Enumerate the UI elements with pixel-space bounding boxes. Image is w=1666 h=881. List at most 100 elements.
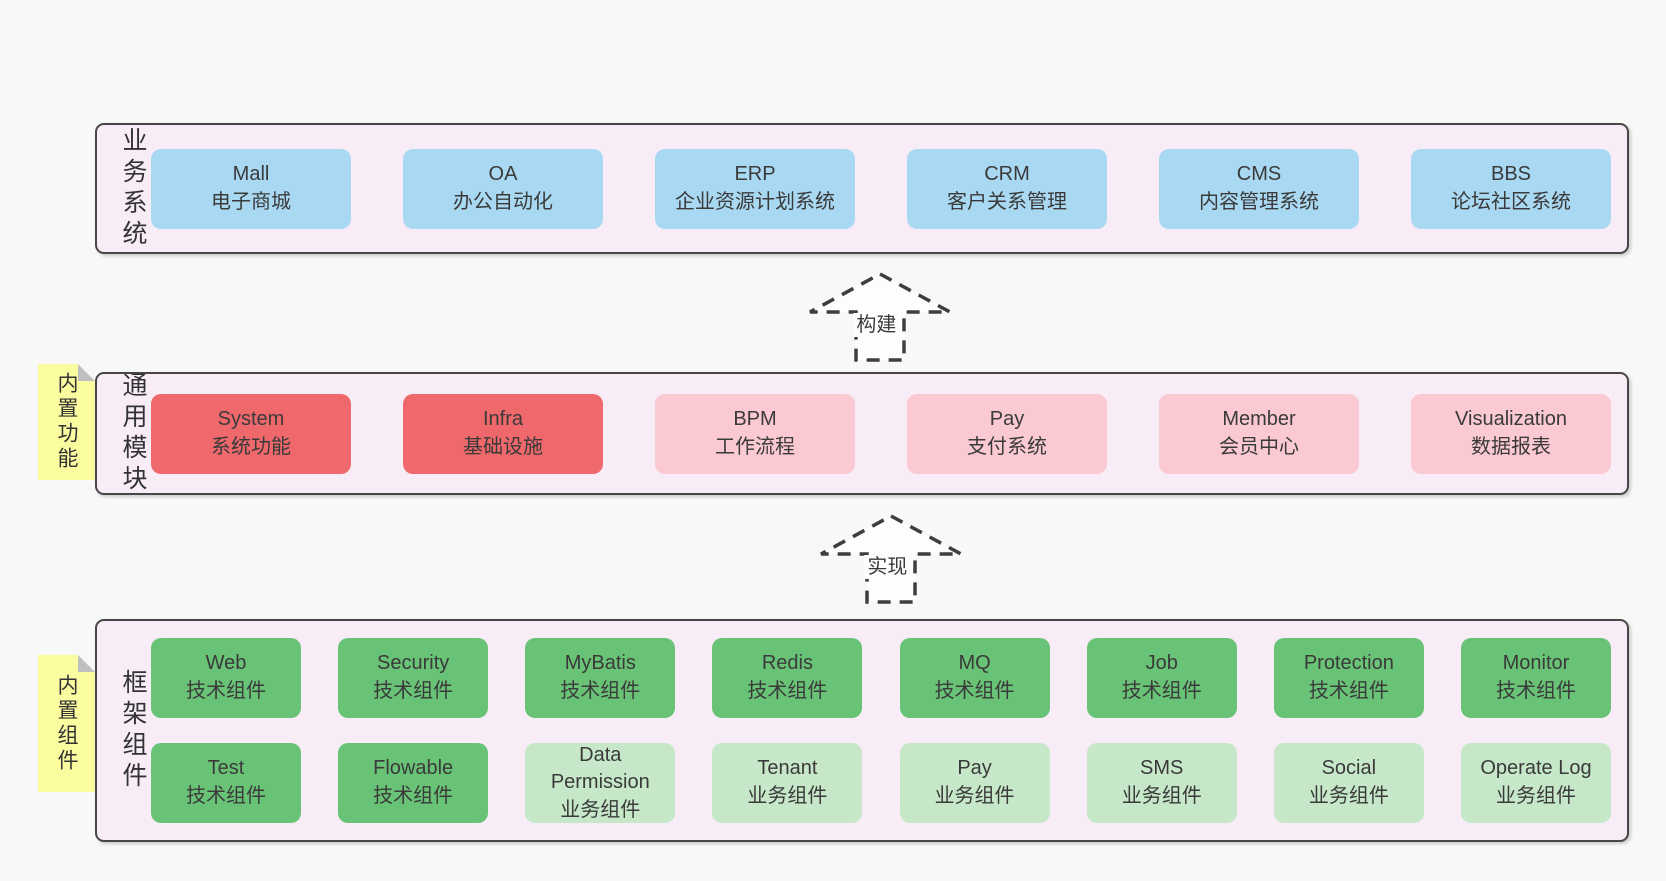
box-title: Monitor <box>1502 652 1570 675</box>
box-subtitle: 企业资源计划系统 <box>675 190 835 213</box>
box-subtitle: 基础设施 <box>463 435 543 458</box>
box-title: Mall <box>232 162 270 185</box>
components-row-1: Web 技术组件 Security 技术组件 MyBatis 技术组件 Redi… <box>151 638 1611 718</box>
box-title: Security <box>377 652 450 675</box>
box-flowable: Flowable 技术组件 <box>338 743 489 823</box>
box-subtitle: 支付系统 <box>967 435 1047 458</box>
box-subtitle: 电子商城 <box>211 190 291 213</box>
arrow-build-label: 构建 <box>853 313 900 337</box>
layer-label-components: 框架组件 <box>119 668 147 793</box>
box-social: Social 业务组件 <box>1273 743 1424 823</box>
box-subtitle: 技术组件 <box>1121 680 1202 702</box>
box-crm: CRM 客户关系管理 <box>907 148 1107 229</box>
box-pay-business: Pay 业务组件 <box>899 743 1050 823</box>
box-subtitle: 业务组件 <box>747 785 828 807</box>
box-web: Web 技术组件 <box>151 638 301 718</box>
box-title: Protection <box>1303 652 1394 675</box>
box-title: CRM <box>984 162 1030 185</box>
box-subtitle: 技术组件 <box>560 680 641 702</box>
arrow-implement: 实现 <box>818 513 964 605</box>
box-title: ERP <box>734 162 776 185</box>
layer-business-systems: 业务系统 Mall 电子商城 OA 办公自动化 ERP 企业资源计划系统 CRM… <box>95 123 1629 254</box>
arrow-build: 构建 <box>807 271 953 363</box>
box-title: System <box>217 407 285 430</box>
box-subtitle: 业务组件 <box>1121 785 1202 807</box>
box-data-permission: Data Permission 业务组件 <box>525 743 676 823</box>
box-test: Test 技术组件 <box>151 743 301 823</box>
box-member: Member 会员中心 <box>1159 393 1359 474</box>
box-title: Test <box>207 757 245 780</box>
layer-framework-components: 框架组件 Web 技术组件 Security 技术组件 MyBatis 技术组件… <box>95 619 1629 842</box>
box-subtitle: 技术组件 <box>373 680 454 702</box>
box-bpm: BPM 工作流程 <box>655 393 855 474</box>
box-bbs: BBS 论坛社区系统 <box>1411 148 1611 229</box>
box-title: Visualization <box>1455 407 1567 430</box>
components-rows: Web 技术组件 Security 技术组件 MyBatis 技术组件 Redi… <box>151 621 1611 840</box>
layer-label-modules: 通用模块 <box>119 371 147 496</box>
box-subtitle: 技术组件 <box>1495 680 1576 702</box>
sticky-note-builtin-features: 内置功能 <box>38 364 95 480</box>
box-pay: Pay 支付系统 <box>907 393 1107 474</box>
box-title: Flowable <box>373 757 454 780</box>
box-subtitle: 技术组件 <box>747 680 828 702</box>
box-title: Infra <box>482 407 524 430</box>
box-cms: CMS 内容管理系统 <box>1159 148 1359 229</box>
box-subtitle: 业务组件 <box>560 798 641 821</box>
box-title: Pay <box>957 757 992 780</box>
box-subtitle: 办公自动化 <box>453 190 553 213</box>
box-title: Member <box>1222 407 1296 430</box>
box-subtitle: 技术组件 <box>373 785 454 807</box>
box-mall: Mall 电子商城 <box>151 148 351 229</box>
box-erp: ERP 企业资源计划系统 <box>655 148 855 229</box>
folded-corner-icon <box>78 364 95 381</box>
box-title: SMS <box>1140 757 1184 780</box>
layer-label-business: 业务系统 <box>119 126 147 251</box>
box-title: Data Permission <box>550 743 650 794</box>
box-title: BPM <box>733 407 777 430</box>
box-title: Redis <box>761 652 813 675</box>
box-subtitle: 技术组件 <box>186 680 266 702</box>
box-subtitle: 会员中心 <box>1219 435 1299 458</box>
box-protection: Protection 技术组件 <box>1273 638 1424 718</box>
box-subtitle: 客户关系管理 <box>947 190 1067 213</box>
box-title: Operate Log <box>1480 757 1592 780</box>
box-sms: SMS 业务组件 <box>1086 743 1237 823</box>
box-title: BBS <box>1490 162 1532 185</box>
box-title: Web <box>205 652 247 675</box>
box-tenant: Tenant 业务组件 <box>712 743 863 823</box>
box-subtitle: 内容管理系统 <box>1199 190 1319 213</box>
modules-boxes-row: System 系统功能 Infra 基础设施 BPM 工作流程 Pay 支付系统… <box>151 374 1611 493</box>
box-oa: OA 办公自动化 <box>403 148 603 229</box>
box-security: Security 技术组件 <box>338 638 489 718</box>
box-title: Pay <box>989 407 1025 430</box>
box-system: System 系统功能 <box>151 393 351 474</box>
box-redis: Redis 技术组件 <box>712 638 863 718</box>
components-row-2: Test 技术组件 Flowable 技术组件 Data Permission … <box>151 743 1611 823</box>
box-mq: MQ 技术组件 <box>899 638 1050 718</box>
box-title: Tenant <box>757 757 818 780</box>
business-boxes-row: Mall 电子商城 OA 办公自动化 ERP 企业资源计划系统 CRM 客户关系… <box>151 125 1611 252</box>
layer-common-modules: 通用模块 System 系统功能 Infra 基础设施 BPM 工作流程 Pay… <box>95 371 1629 496</box>
box-title: OA <box>488 162 518 185</box>
box-job: Job 技术组件 <box>1086 638 1237 718</box>
box-title: MyBatis <box>564 652 636 675</box>
box-visualization: Visualization 数据报表 <box>1411 393 1611 474</box>
arrow-implement-label: 实现 <box>864 555 911 579</box>
box-subtitle: 业务组件 <box>934 785 1015 807</box>
box-monitor: Monitor 技术组件 <box>1460 638 1611 718</box>
sticky-note-text: 内置功能 <box>55 372 78 472</box>
box-subtitle: 技术组件 <box>186 785 266 807</box>
box-title: Social <box>1321 757 1377 780</box>
box-title: MQ <box>958 652 991 675</box>
sticky-note-builtin-components: 内置组件 <box>38 655 95 792</box>
folded-corner-icon <box>78 655 95 672</box>
box-subtitle: 数据报表 <box>1471 435 1551 458</box>
sticky-note-text: 内置组件 <box>55 673 78 774</box>
box-subtitle: 系统功能 <box>211 435 291 458</box>
box-subtitle: 技术组件 <box>934 680 1015 702</box>
box-subtitle: 技术组件 <box>1308 680 1389 702</box>
box-title: Job <box>1145 652 1178 675</box>
box-subtitle: 论坛社区系统 <box>1451 190 1571 213</box>
box-infra: Infra 基础设施 <box>403 393 603 474</box>
